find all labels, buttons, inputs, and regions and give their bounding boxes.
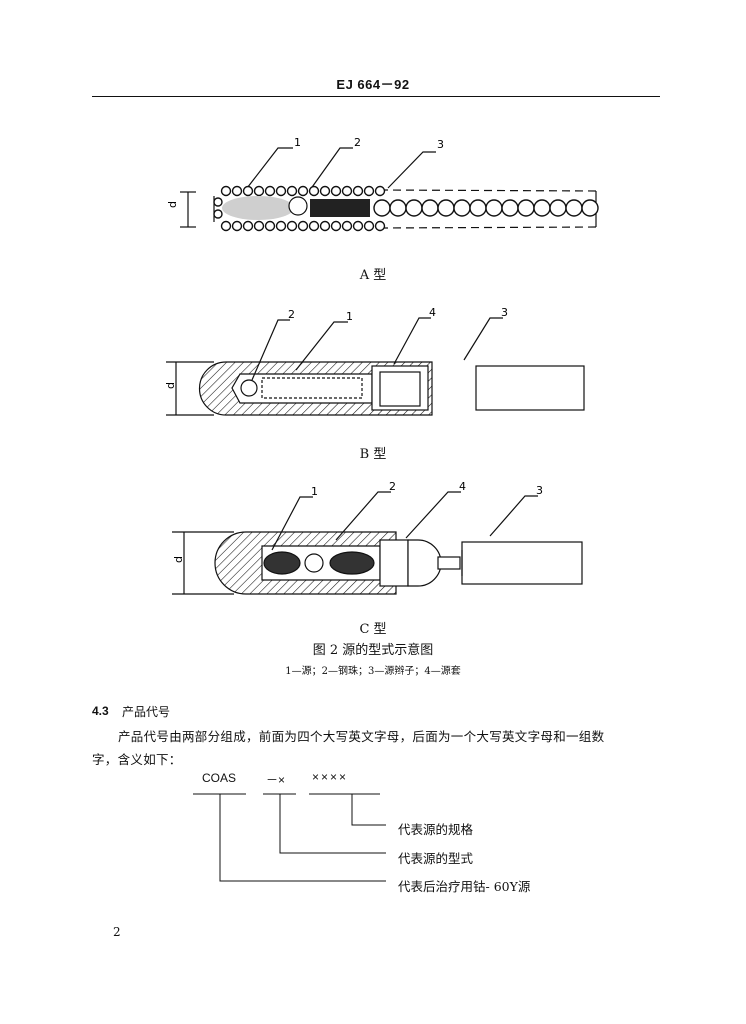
ball-shape: [581, 199, 599, 217]
ball-shape: [242, 220, 254, 232]
ball-shape: [437, 199, 455, 217]
dimension-d-label: d: [166, 201, 179, 208]
ball-shape: [253, 185, 265, 197]
caption-type-c: C 型: [359, 622, 387, 637]
page-number: 2: [113, 925, 121, 939]
ball-shape: [319, 220, 331, 232]
code-spec-digits: ××××: [312, 770, 349, 784]
code-bracket-lines: [193, 793, 386, 882]
ball-shape: [341, 220, 353, 232]
code-prefix: COAS: [202, 771, 237, 785]
header-rule: [92, 96, 660, 97]
callout-3: 3: [437, 138, 444, 151]
ball-shape: [373, 199, 391, 217]
ball-shape: [549, 199, 567, 217]
figure-type-c: d 1 2 4 3: [172, 480, 583, 595]
ball-shape: [341, 185, 353, 197]
callout-4: 4: [459, 480, 466, 493]
ball-shape: [231, 185, 243, 197]
figure-legend: 1—源；2—钢珠；3—源辫子；4—源套: [285, 666, 461, 677]
ball-shape: [565, 199, 583, 217]
ball-shape: [533, 199, 551, 217]
ball-shape: [220, 220, 232, 232]
ball-shape: [501, 199, 519, 217]
callout-3: 3: [536, 484, 543, 497]
ball-shape: [213, 209, 223, 219]
callout-2: 2: [288, 308, 295, 321]
ball-shape: [352, 220, 364, 232]
callout-4: 4: [429, 306, 436, 319]
ball-shape: [264, 220, 276, 232]
ball-shape: [319, 185, 331, 197]
ball-shape: [352, 185, 364, 197]
ball-shape: [389, 199, 407, 217]
dimension-d-label: d: [164, 382, 177, 389]
callout-2: 2: [354, 136, 361, 149]
ball-shape: [231, 220, 243, 232]
ball-shape: [286, 220, 298, 232]
ball-shape: [308, 185, 320, 197]
ball-shape: [213, 197, 223, 207]
callout-1: 1: [294, 136, 301, 149]
ball-shape: [374, 185, 386, 197]
ball-shape: [275, 220, 287, 232]
ball-shape: [242, 185, 254, 197]
ball-shape: [453, 199, 471, 217]
paragraph-line-1: 产品代号由两部分组成，前面为四个大写英文字母，后面为一个大写英文字母和一组数: [118, 729, 605, 744]
callout-2: 2: [389, 480, 396, 493]
ball-shape: [286, 185, 298, 197]
code-desc-type: 代表源的型式: [398, 851, 474, 866]
dimension-d-label: d: [172, 556, 185, 563]
callout-1: 1: [346, 310, 353, 323]
code-desc-spec: 代表源的规格: [398, 822, 474, 837]
ball-shape: [220, 185, 232, 197]
ball-shape: [264, 185, 276, 197]
ball-shape: [469, 199, 487, 217]
standard-code-header: EJ 664－92: [336, 77, 410, 92]
ball-shape: [297, 185, 309, 197]
ball-shape: [297, 220, 309, 232]
ball-shape: [275, 185, 287, 197]
section-number: 4.3: [92, 704, 109, 718]
ball-shape: [363, 220, 375, 232]
ball-shape: [405, 199, 423, 217]
figure-type-a: d 1 2 3: [166, 136, 599, 232]
caption-type-b: B 型: [359, 447, 387, 462]
figure-title: 图 2 源的型式示意图: [312, 643, 434, 658]
ball-shape: [363, 185, 375, 197]
section-title: 产品代号: [122, 705, 171, 719]
figure-type-b: d 2 1 4 3: [164, 306, 585, 416]
ball-shape: [253, 220, 265, 232]
caption-type-a: A 型: [359, 268, 387, 283]
ball-shape: [421, 199, 439, 217]
paragraph-line-2: 字，含义如下：: [92, 752, 182, 767]
ball-shape: [517, 199, 535, 217]
ball-shape: [485, 199, 503, 217]
ball-shape: [330, 220, 342, 232]
callout-3: 3: [501, 306, 508, 319]
code-desc-product: 代表后治疗用钴- 60Y源: [398, 879, 531, 894]
ball-shape: [308, 220, 320, 232]
ball-shape: [330, 185, 342, 197]
ball-shape: [374, 220, 386, 232]
code-type-letter: －×: [266, 773, 286, 787]
callout-1: 1: [311, 485, 318, 498]
